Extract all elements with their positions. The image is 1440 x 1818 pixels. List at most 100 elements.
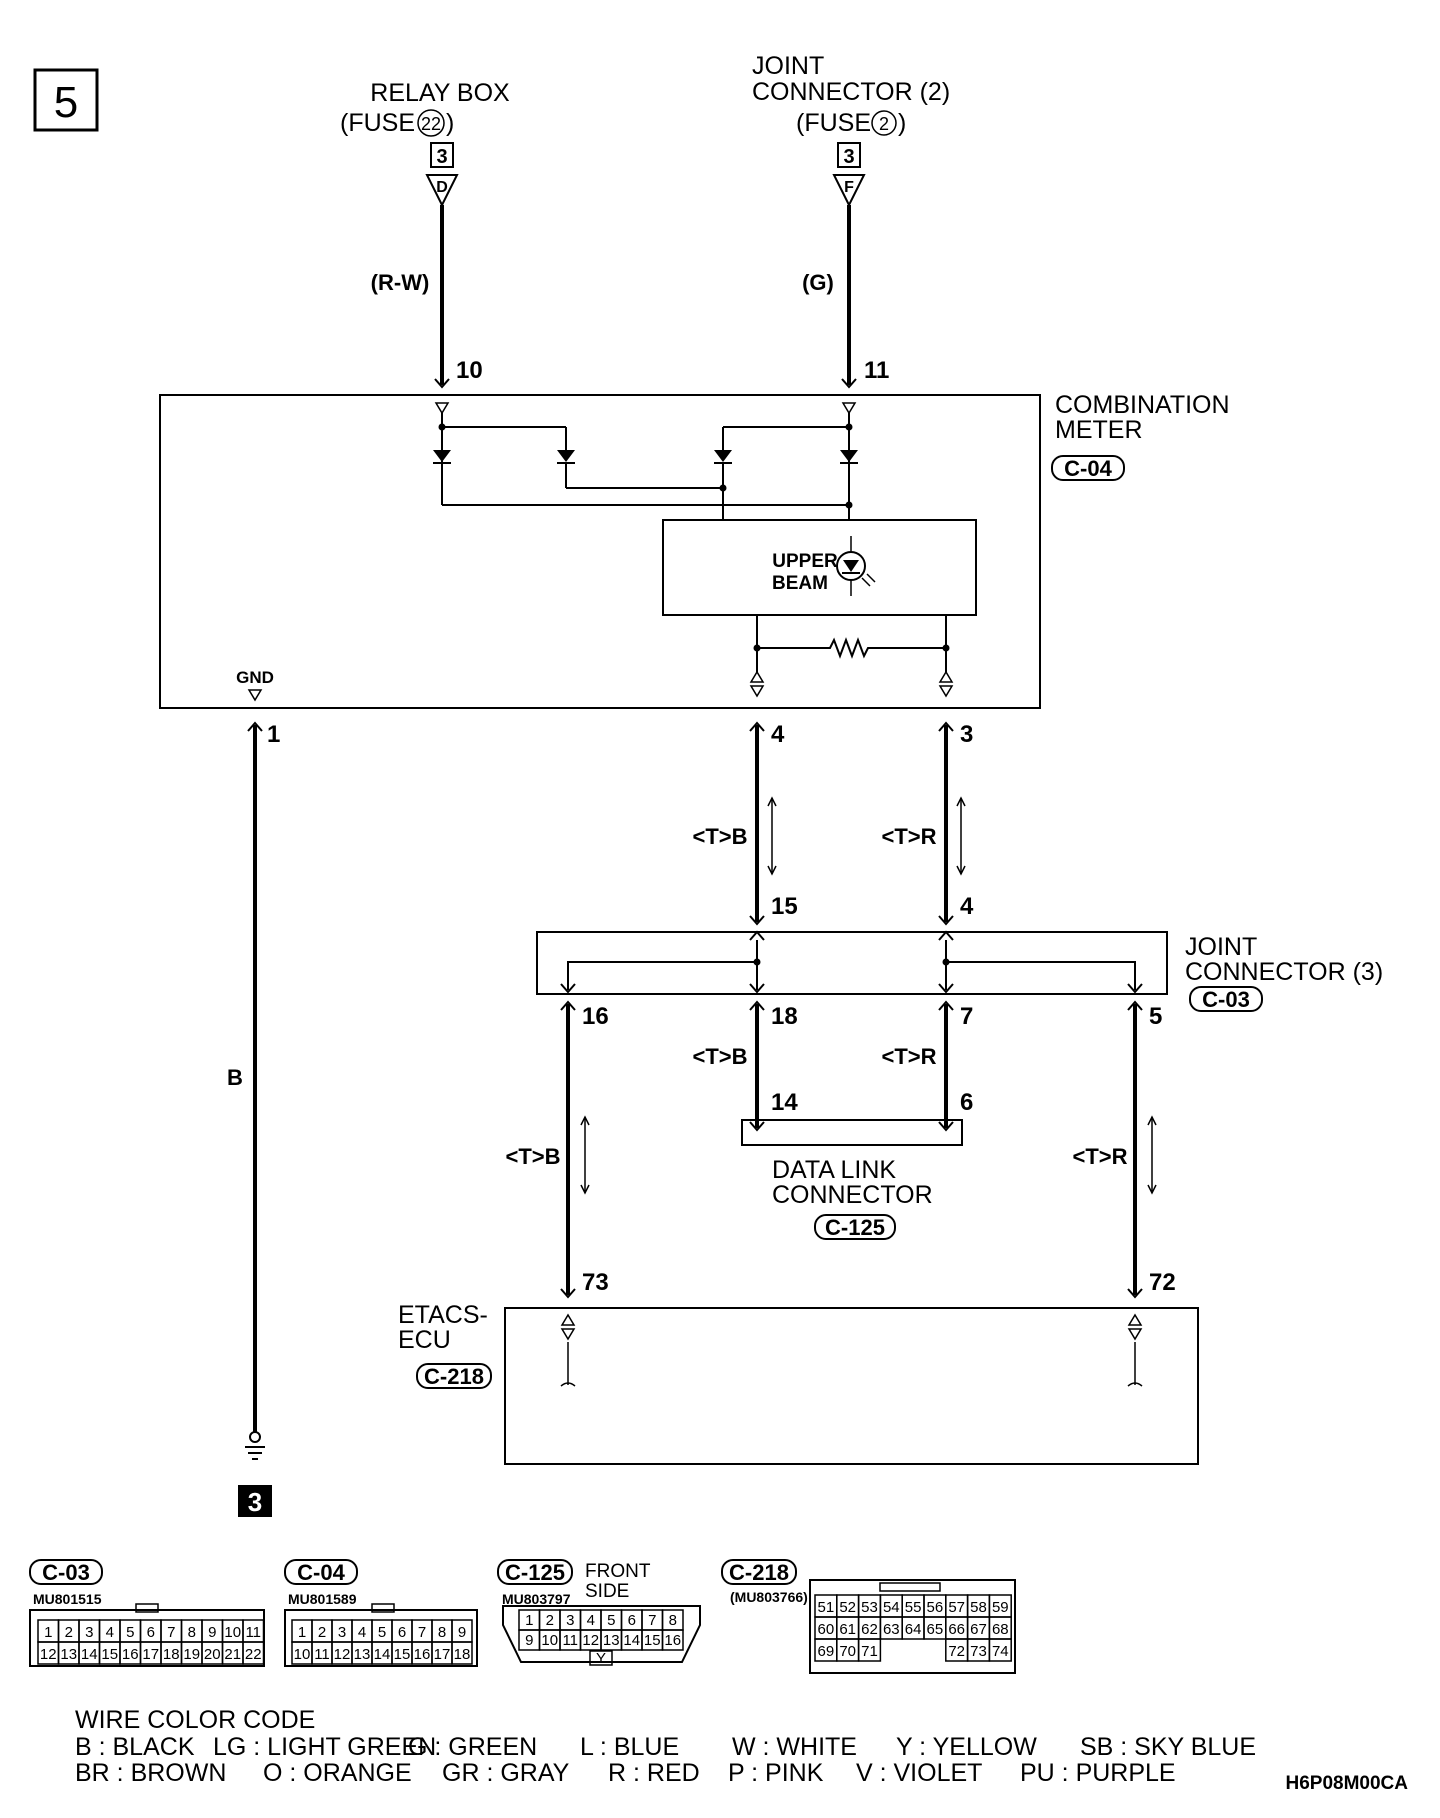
wire-color-code-item: BR : BROWN <box>75 1759 226 1787</box>
connector-view-c-218-part: (MU803766) <box>730 1589 808 1605</box>
pin-number: 12 <box>40 1646 57 1663</box>
upper-beam-label-1: UPPER <box>772 551 838 572</box>
pin-number: 2 <box>65 1624 73 1641</box>
wire-color-code-item: PU : PURPLE <box>1020 1759 1176 1787</box>
pin-number: 7 <box>167 1624 175 1641</box>
pin-3: 3 <box>960 721 973 748</box>
pin-number: 8 <box>669 1612 677 1629</box>
terminal-marker <box>750 671 764 697</box>
pin-number: 20 <box>204 1646 221 1663</box>
pin-11: 11 <box>864 357 889 384</box>
connector-view-c-04-part: MU801589 <box>288 1591 357 1607</box>
pin-number: 11 <box>245 1624 261 1641</box>
wire-color-code-item: W : WHITE <box>732 1733 857 1761</box>
pin-72: 72 <box>1149 1269 1176 1296</box>
pin-number: 7 <box>648 1612 656 1629</box>
bidirectional-arrow-icon <box>1147 1116 1157 1194</box>
pin-fork <box>938 931 954 941</box>
terminal-marker <box>435 402 449 414</box>
pin-cell <box>857 1638 882 1662</box>
pin-number: 58 <box>970 1599 987 1616</box>
pin-number: 9 <box>525 1632 533 1649</box>
joint-connector-2-connector-letter: F <box>844 179 854 196</box>
pin-number: 10 <box>224 1624 241 1641</box>
pin-number: 17 <box>142 1646 159 1663</box>
pin-number: 63 <box>883 1621 900 1638</box>
pin-number: 54 <box>883 1599 900 1616</box>
pin-number: 12 <box>334 1646 351 1663</box>
pin-number: 4 <box>587 1612 595 1629</box>
connector-view-c-03-id: C-03 <box>42 1560 90 1585</box>
wire-color-code-item: O : ORANGE <box>263 1759 412 1787</box>
pin-number: 2 <box>318 1624 326 1641</box>
connector-c-125-badge <box>814 1214 896 1240</box>
pin-number: 16 <box>122 1646 139 1663</box>
pin-number: 51 <box>818 1599 835 1616</box>
pin-number: 71 <box>861 1643 878 1660</box>
pin-number: 1 <box>525 1612 533 1629</box>
pin-number: 53 <box>861 1599 878 1616</box>
pin-number: 67 <box>970 1621 987 1638</box>
pin-number: 3 <box>85 1624 93 1641</box>
pin-number: 8 <box>438 1624 446 1641</box>
pin-14: 14 <box>771 1089 798 1116</box>
pin-number: 61 <box>839 1621 856 1638</box>
diode <box>556 449 576 464</box>
connector-c-03: C-03 <box>1202 987 1250 1012</box>
pin-15: 15 <box>771 893 798 920</box>
wire-color-code-item: B : BLACK <box>75 1733 195 1761</box>
pin-number: 13 <box>60 1646 77 1663</box>
connector-view-c-218-id: C-218 <box>729 1560 789 1585</box>
joint-connector-2-label-2: CONNECTOR (2) <box>752 78 950 106</box>
pin-5: 5 <box>1149 1003 1162 1030</box>
pin-number: 9 <box>458 1624 466 1641</box>
wire-label-g: (G) <box>802 270 834 295</box>
relay-box-fuse-number: 22 <box>421 114 441 134</box>
pin-4: 4 <box>771 721 785 748</box>
wire-label-tr-1: <T>R <box>881 824 936 849</box>
ground-icon <box>245 1431 265 1460</box>
terminal-marker <box>248 689 262 701</box>
connector-view-c-125-id: C-125 <box>505 1560 565 1585</box>
pin-cell <box>661 1629 684 1651</box>
pin-number: 14 <box>623 1632 640 1649</box>
bidirectional-arrow-icon <box>580 1116 590 1194</box>
ground-ref: 3 <box>248 1487 262 1517</box>
connector-color: Y <box>596 1650 606 1667</box>
pin-number: 65 <box>927 1621 944 1638</box>
pin-73: 73 <box>582 1269 609 1296</box>
resistor <box>757 637 946 659</box>
wire-label-b: B <box>227 1065 243 1090</box>
pin-number: 3 <box>566 1612 574 1629</box>
wire-color-code-item: GR : GRAY <box>442 1759 570 1787</box>
pin-number: 5 <box>126 1624 134 1641</box>
connector-view-c-03-part: MU801515 <box>33 1591 102 1607</box>
joint-connector-2-fuse-prefix: (FUSE <box>796 109 871 137</box>
pin-number: 10 <box>541 1632 558 1649</box>
connector-view-c-125-side-1: FRONT <box>585 1561 651 1582</box>
pin-number: 11 <box>314 1646 330 1663</box>
joint-connector-3-label-2: CONNECTOR (3) <box>1185 958 1383 986</box>
combination-meter-label-1: COMBINATION <box>1055 391 1230 419</box>
pin-number: 5 <box>607 1612 615 1629</box>
connector-c-04-badge <box>1051 455 1125 481</box>
pin-number: 64 <box>905 1621 922 1638</box>
pin-number: 7 <box>418 1624 426 1641</box>
pin-number: 55 <box>905 1599 922 1616</box>
wire-color-code-item: V : VIOLET <box>856 1759 982 1787</box>
pin-1: 1 <box>267 721 280 748</box>
pin-number: 21 <box>224 1646 241 1663</box>
wire-color-code-item: G : GREEN <box>408 1733 537 1761</box>
pin-number: 15 <box>394 1646 411 1663</box>
wire-color-code-item: SB : SKY BLUE <box>1080 1733 1256 1761</box>
bidirectional-arrow-icon <box>767 797 777 875</box>
pin-number: 62 <box>861 1621 878 1638</box>
combination-meter-box <box>159 394 1041 709</box>
pin-number: 19 <box>183 1646 200 1663</box>
pin-number: 2 <box>546 1612 554 1629</box>
pin-cell <box>242 1641 265 1665</box>
pin-number: 6 <box>147 1624 155 1641</box>
